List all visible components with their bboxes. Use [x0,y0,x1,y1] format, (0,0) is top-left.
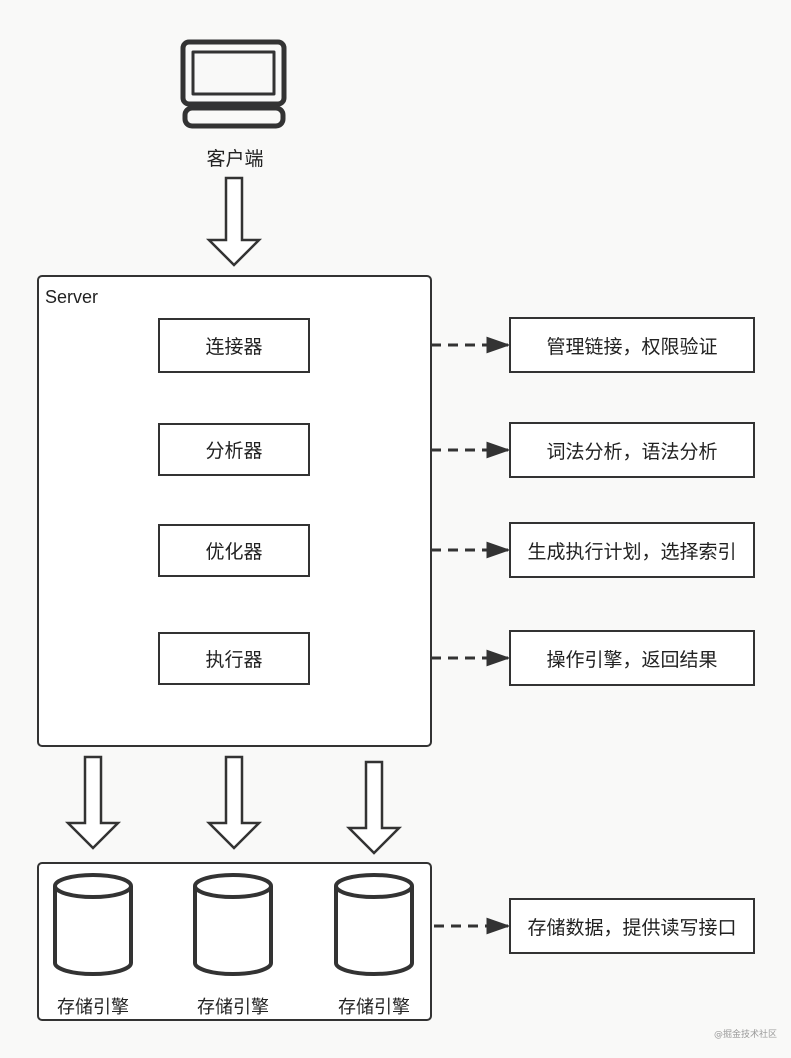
connector-label: 连接器 [205,336,263,358]
executor-note-box: 操作引擎，返回结果 [509,630,755,686]
watermark: @掘金技术社区 [713,1030,777,1040]
analyzer-label: 分析器 [205,440,263,462]
server-label: Server [45,287,99,307]
server-to-storage-arrow-2 [205,755,263,850]
server-to-storage-arrow-3 [345,760,403,855]
client-label: 客户端 [206,148,264,170]
annotation-arrows [312,336,511,935]
executor-note: 操作引擎，返回结果 [546,648,718,671]
connector-note-box: 管理链接，权限验证 [509,317,755,373]
connector-note: 管理链接，权限验证 [546,335,718,358]
optimizer-box: 优化器 [158,524,310,577]
server-to-storage-arrow-1 [64,755,122,850]
storage-engine-label: 存储引擎 [57,997,129,1018]
laptop-icon [180,39,287,129]
connector-box: 连接器 [158,318,310,373]
client-to-server-arrow [205,176,263,267]
database-icon [193,873,273,976]
executor-box: 执行器 [158,632,310,685]
optimizer-label: 优化器 [205,541,263,563]
optimizer-note-box: 生成执行计划，选择索引 [509,522,755,578]
analyzer-box: 分析器 [158,423,310,476]
storage-note-box: 存储数据，提供读写接口 [509,898,755,954]
storage-engine-label: 存储引擎 [197,997,269,1018]
executor-label: 执行器 [205,649,263,671]
analyzer-note: 词法分析，语法分析 [546,440,718,463]
storage-note: 存储数据，提供读写接口 [527,916,737,939]
analyzer-note-box: 词法分析，语法分析 [509,422,755,478]
storage-engine-label: 存储引擎 [338,997,410,1018]
database-icon [53,873,133,976]
optimizer-note: 生成执行计划，选择索引 [527,540,737,563]
database-icon [334,873,414,976]
